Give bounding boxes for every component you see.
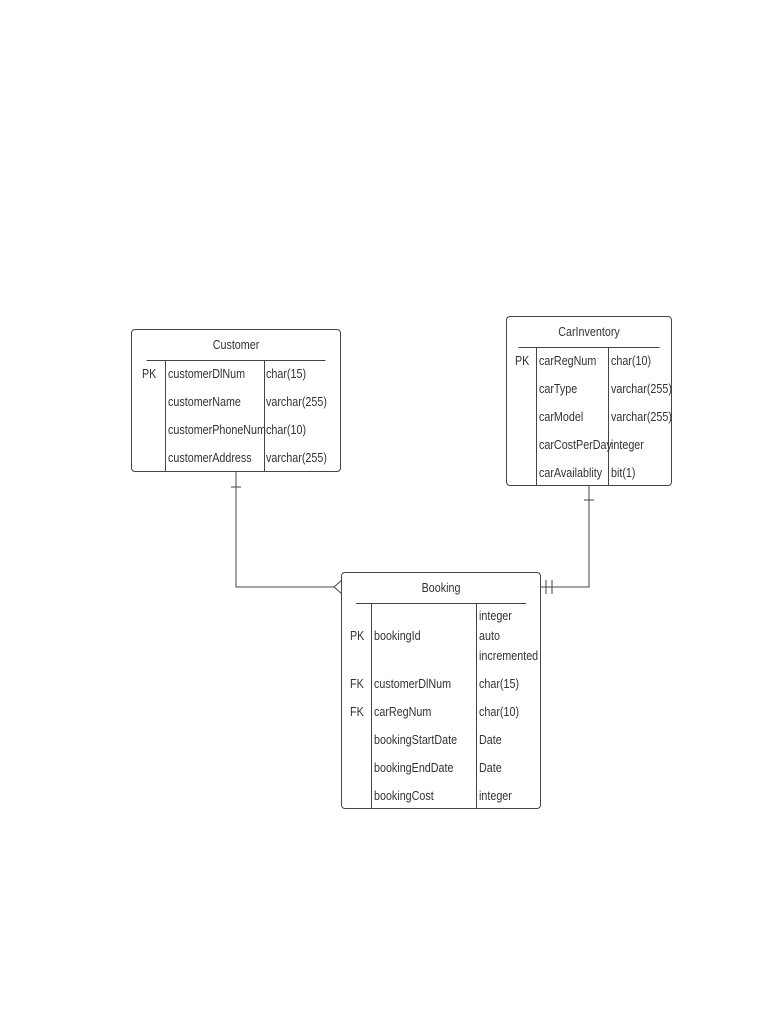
- attribute-name: carCostPerDay: [539, 438, 612, 452]
- attribute-name: customerAddress: [168, 451, 252, 465]
- attribute-type: integer: [611, 438, 644, 452]
- attribute-name: customerDlNum: [374, 677, 452, 691]
- attribute-name: carRegNum: [539, 354, 597, 368]
- attribute-name: carModel: [539, 410, 584, 424]
- type-divider: [264, 361, 265, 472]
- attribute-type-line: auto: [479, 629, 500, 643]
- booking-entity[interactable]: Booking PK bookingId integer auto increm…: [341, 572, 541, 809]
- attribute-type: char(10): [479, 705, 520, 719]
- attribute-name: bookingEndDate: [374, 761, 454, 775]
- attribute-name: customerName: [168, 395, 241, 409]
- attribute-name: customerPhoneNum: [168, 423, 266, 437]
- attribute-name: carRegNum: [374, 705, 432, 719]
- carinventory-title: CarInventory: [518, 317, 660, 348]
- booking-title: Booking: [355, 573, 527, 604]
- attribute-type: varchar(255): [611, 410, 672, 424]
- attribute-name: bookingId: [374, 629, 421, 643]
- attribute-type: char(10): [611, 354, 652, 368]
- key-cell: PK: [515, 354, 530, 368]
- carinventory-entity[interactable]: CarInventory PK carRegNum char(10) carTy…: [506, 316, 672, 486]
- key-cell: FK: [350, 677, 364, 691]
- attribute-type: char(10): [266, 423, 307, 437]
- key-cell: PK: [142, 367, 157, 381]
- key-divider: [536, 348, 537, 486]
- customer-booking-line: [235, 472, 334, 588]
- key-divider: [371, 604, 372, 809]
- attribute-type-line: integer: [479, 609, 512, 623]
- attribute-name: carType: [539, 382, 578, 396]
- attribute-type: Date: [479, 761, 502, 775]
- key-cell: FK: [350, 705, 364, 719]
- type-divider: [608, 348, 609, 486]
- attribute-type: Date: [479, 733, 502, 747]
- key-cell: PK: [350, 629, 365, 643]
- key-divider: [165, 361, 166, 472]
- carinventory-booking-line: [541, 486, 590, 588]
- attribute-type: bit(1): [611, 466, 636, 480]
- attribute-type: varchar(255): [266, 395, 327, 409]
- attribute-type: char(15): [266, 367, 307, 381]
- customer-entity[interactable]: Customer PK customerDlNum char(15) custo…: [131, 329, 341, 472]
- customer-title: Customer: [146, 330, 326, 361]
- attribute-type: integer: [479, 789, 512, 803]
- attribute-name: carAvailablity: [539, 466, 603, 480]
- attribute-type: varchar(255): [266, 451, 327, 465]
- attribute-name: bookingCost: [374, 789, 434, 803]
- attribute-name: bookingStartDate: [374, 733, 458, 747]
- booking-many-crowfoot: [333, 579, 343, 595]
- attribute-type: char(15): [479, 677, 520, 691]
- attribute-type-line: incremented: [479, 649, 539, 663]
- type-divider: [476, 604, 477, 809]
- attribute-name: customerDlNum: [168, 367, 246, 381]
- attribute-type: varchar(255): [611, 382, 672, 396]
